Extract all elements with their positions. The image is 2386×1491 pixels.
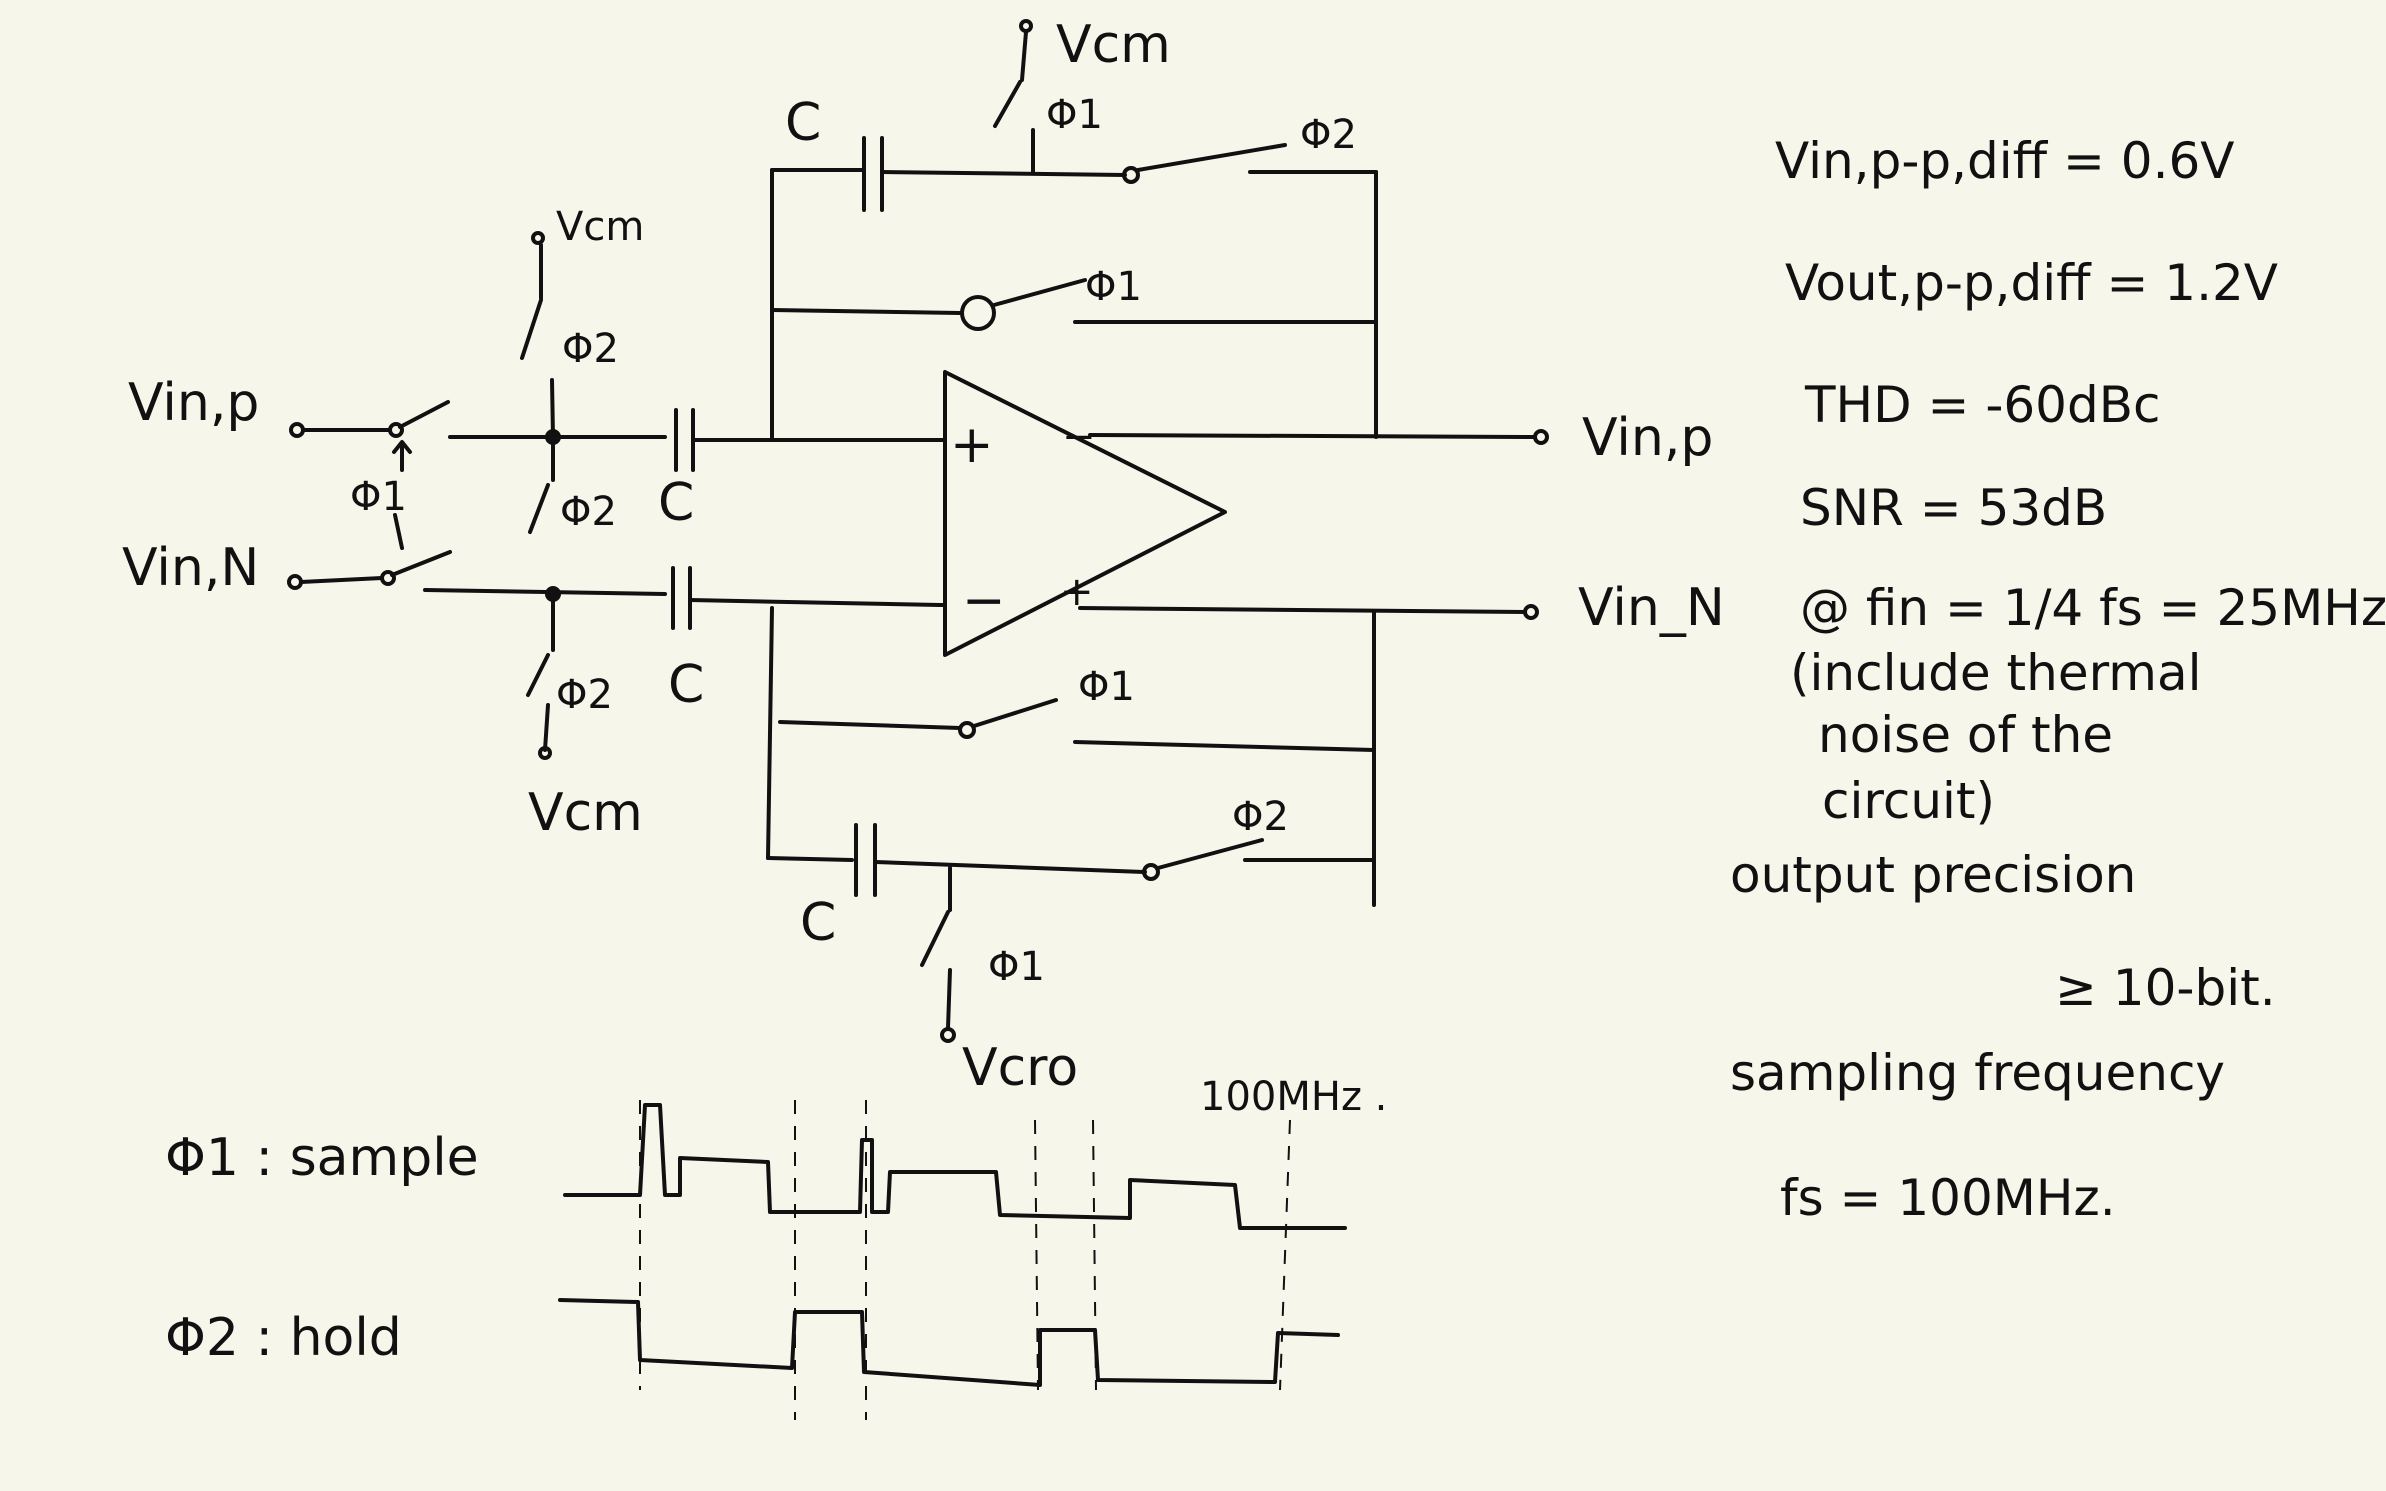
phi2-top-switch-wire [550,378,555,439]
input-n-switch-pivot [380,570,396,586]
input-section: Vin,p Vin,N Φ1 Vcm Φ2 Φ2 [122,204,942,843]
vcm-bottom-right-label: Vcro [962,1038,1078,1098]
out-p-wire [1088,433,1537,439]
vcm-bottom-right-terminal [940,1027,956,1043]
phi2-bot-fb-pivot [1142,863,1160,881]
phi1-bot-fb-label: Φ1 [988,944,1045,990]
phi2-mid-switch-blade [528,483,550,534]
guide-4 [1034,1119,1039,1391]
timing-diagram: Φ1 : sample Φ2 : hold 100MHz . [165,1074,1387,1420]
cf-bot-in-wire [766,856,854,862]
vcm-top-right-terminal [1019,19,1033,33]
cin-p-label: C [658,473,694,533]
phi1-waveform [563,1103,1347,1230]
phi2-top-label: Φ2 [562,326,619,372]
reset-top-pivot [960,295,996,331]
phi2-top-switch-blade [520,298,543,360]
spec-fin: @ fin = 1/4 fs = 25MHz. [1800,579,2386,637]
phi2-bot-fb-blade [1156,838,1264,870]
out-n-label: Vin_N [1578,578,1725,638]
phi1-input-arrow-down [393,513,404,550]
spec-note-3: circuit) [1822,772,1995,830]
spec-note-1: (include thermal [1790,644,2202,702]
vcm-bottom-right-wire [946,968,952,1030]
phi1-input-arrowhead [392,440,412,454]
phi1-top-fb-label: Φ1 [1046,92,1103,138]
input-p-switch-blade [398,400,450,429]
cf-bot-out-wire [873,860,1147,874]
phi1-top-fb-blade [993,80,1022,128]
spec-vout: Vout,p-p,diff = 1.2V [1785,254,2278,312]
phi2-bot-fb-label: Φ2 [1232,794,1289,840]
cf-top-out-wire [880,170,1127,177]
input-n-label: Vin,N [122,538,259,598]
fb-bot-left-rail [766,606,774,860]
spec-vin: Vin,p-p,diff = 0.6V [1775,132,2234,190]
phi2-top-fb-blade [1136,143,1287,172]
opamp-in-minus: − [962,571,1006,631]
reset-top-wire [770,308,962,315]
reset-top-label: Φ1 [1085,264,1142,310]
out-n-wire [1078,606,1527,614]
phi1-input-label: Φ1 [350,474,407,520]
bottom-feedback: Φ1 C Φ2 Φ1 Vcro [766,606,1376,1098]
spec-thd: THD = -60dBc [1804,376,2161,434]
out-p-terminal [1533,429,1549,445]
reset-bot-out-wire [1073,740,1376,752]
node-n-wire [423,588,667,596]
input-n-switch-blade [390,550,452,577]
cf-top-label: C [785,93,821,153]
spec-precision-1: output precision [1730,846,2136,904]
reset-bot-wire [778,720,962,730]
opamp-out-minus: − [1062,414,1096,460]
vcm-bottom-left-wire [543,703,550,752]
opamp-in-plus: + [950,415,994,475]
spec-sampling-2: fs = 100MHz. [1780,1169,2116,1227]
reset-bot-pivot [958,721,976,739]
spec-snr: SNR = 53dB [1800,479,2107,537]
vcm-top-label: Vcm [556,204,644,250]
spec-precision-2: ≥ 10-bit. [2055,959,2276,1017]
reset-bot-label: Φ1 [1078,664,1135,710]
phi2-mid-label: Φ2 [560,489,617,535]
opamp: + − − + Vin,p Vin_N [928,370,1725,657]
cin-n-label: C [668,655,704,715]
phi2-top-fb-pivot [1122,166,1140,184]
out-n-terminal [1523,604,1539,620]
vcm-bottom-left-label: Vcm [528,783,643,843]
timing-phi2-label: Φ2 : hold [165,1308,402,1368]
phi2-top-fb-label: Φ2 [1300,112,1357,158]
vcm-top-terminal [531,231,545,245]
spec-sampling-1: sampling frequency [1730,1044,2225,1102]
guide-6 [1279,1119,1291,1391]
phi2-bot-switch-blade [526,653,550,697]
vcm-top-right-label: Vcm [1056,15,1171,75]
vcm-bottom-left-terminal [538,746,552,760]
reset-top-blade [992,278,1087,307]
vcm-top-right-wire [1020,30,1028,82]
timing-phi1-label: Φ1 : sample [165,1128,479,1188]
phi2-bot-label: Φ2 [556,672,613,718]
spec-note-2: noise of the [1818,706,2113,764]
phi2-waveform [558,1298,1340,1387]
cf-bot-label: C [800,893,836,953]
timing-frequency-label: 100MHz . [1200,1074,1387,1120]
cin-n-out-wire [688,598,942,607]
input-p-switch-pivot [388,422,404,438]
top-feedback: C Φ2 Vcm Φ1 Φ1 [770,15,1378,439]
reset-bot-blade [972,698,1058,728]
phi1-bot-fb-blade [920,910,950,967]
guide-5 [1092,1119,1097,1391]
input-p-label: Vin,p [128,373,259,433]
spec-notes: Vin,p-p,diff = 0.6V Vout,p-p,diff = 1.2V… [1730,132,2386,1227]
opamp-triangle [943,370,1227,657]
out-p-label: Vin,p [1582,408,1713,468]
input-n-wire [299,576,384,584]
